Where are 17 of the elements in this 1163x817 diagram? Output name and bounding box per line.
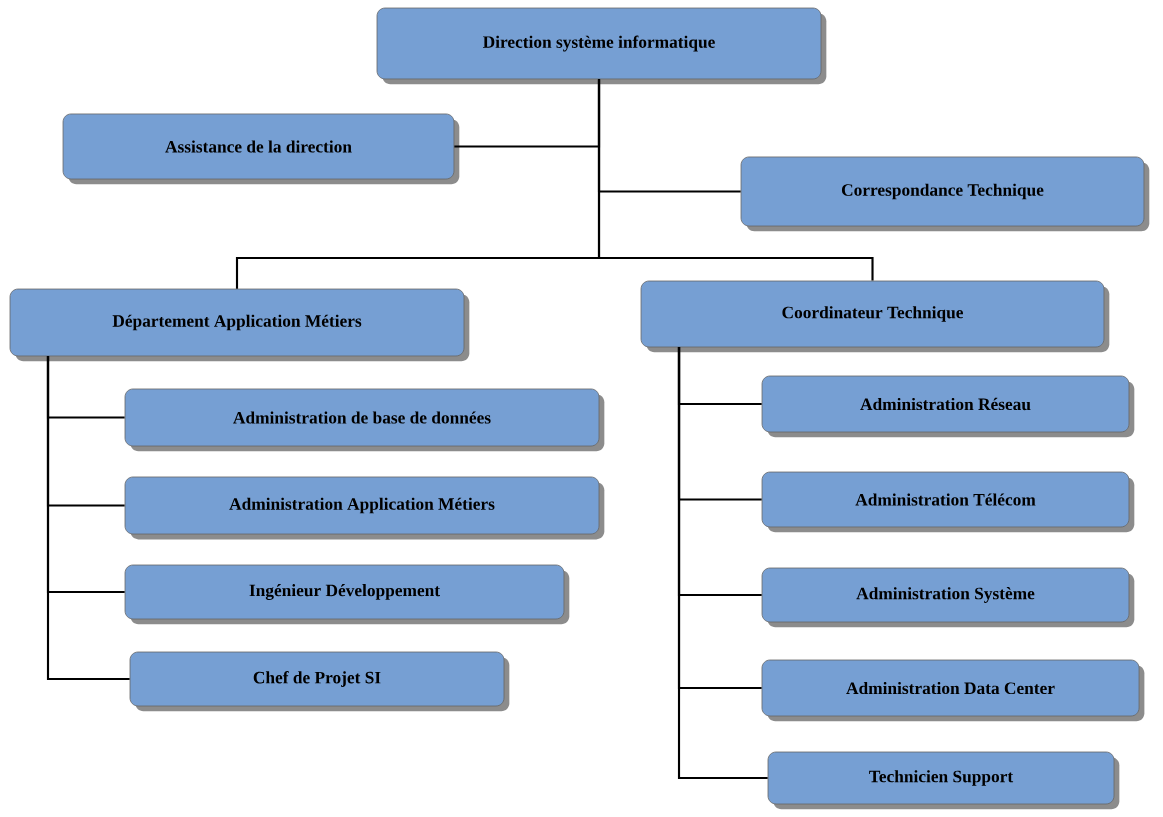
org-box: Administration Réseau xyxy=(761,375,1135,438)
connector-line xyxy=(46,356,130,681)
org-box: Département Application Métiers xyxy=(9,288,470,362)
connector-line xyxy=(677,347,768,780)
org-box: Coordinateur Technique xyxy=(640,280,1110,353)
org-box: Direction système informatique xyxy=(376,7,827,85)
org-box: Administration Application Métiers xyxy=(124,476,605,540)
org-box: Ingénieur Développement xyxy=(124,564,570,625)
org-box: Administration de base de données xyxy=(124,388,605,452)
org-box: Technicien Support xyxy=(767,751,1120,810)
connector-line xyxy=(597,79,874,281)
org-box: Assistance de la direction xyxy=(62,113,460,185)
org-box: Administration Télécom xyxy=(761,471,1135,533)
org-box: Chef de Projet SI xyxy=(129,651,510,712)
org-box: Administration Système xyxy=(761,567,1135,628)
org-box: Administration Data Center xyxy=(761,659,1145,722)
org-box: Correspondance Technique xyxy=(740,156,1150,232)
